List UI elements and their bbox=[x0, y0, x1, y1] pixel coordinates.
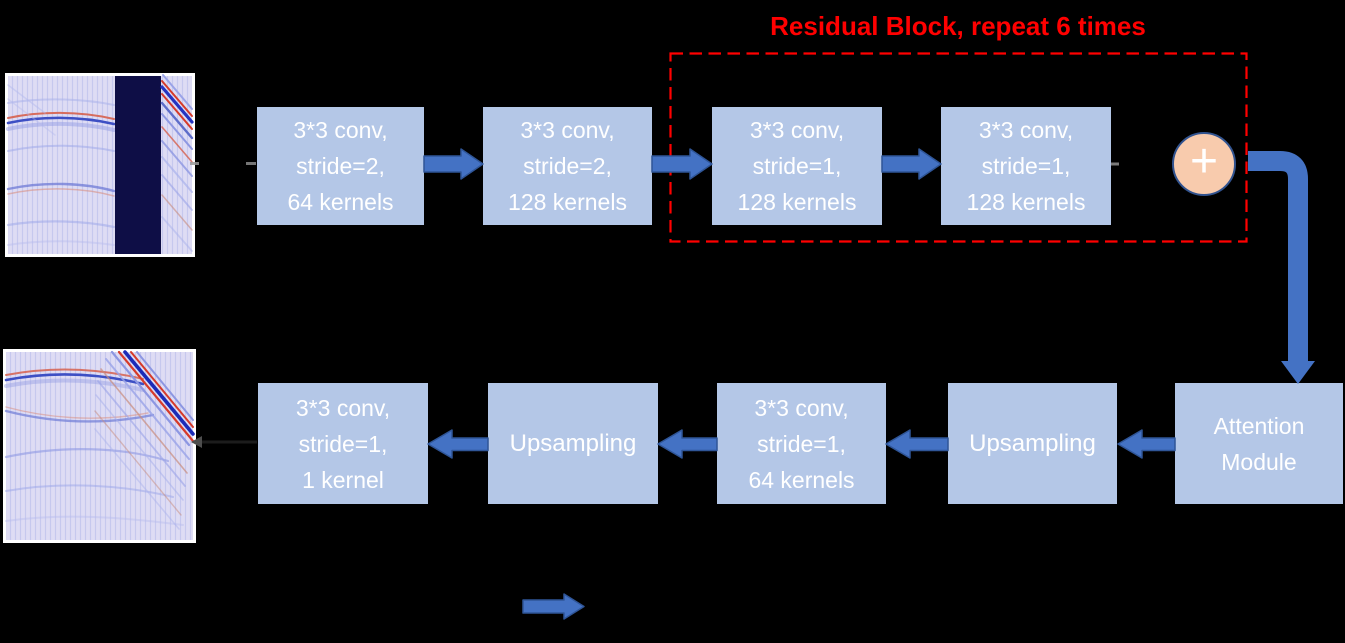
residual-add-connector-dash bbox=[1111, 162, 1119, 166]
input-seismic-image bbox=[5, 73, 195, 257]
arrow-upsampling-to-conv64 bbox=[885, 429, 949, 459]
node-label: Upsampling bbox=[509, 429, 637, 457]
plus-icon: + bbox=[1189, 135, 1219, 188]
arrow-attention-to-upsampling bbox=[1117, 429, 1176, 459]
node-attention-module: Attention Module bbox=[1175, 383, 1343, 504]
arrow-conv128-to-residual bbox=[651, 148, 713, 180]
node-label: Upsampling bbox=[969, 429, 1096, 457]
node-upsampling-left: Upsampling bbox=[488, 383, 658, 504]
node-residual-conv-a: 3*3 conv, stride=1, 128 kernels bbox=[712, 107, 882, 225]
node-label: 3*3 conv, stride=1, 128 kernels bbox=[966, 117, 1086, 215]
arrow-residual-conv-a-to-b bbox=[881, 148, 942, 180]
node-label: 3*3 conv, stride=2, 128 kernels bbox=[508, 117, 627, 215]
node-conv-stride2-64: 3*3 conv, stride=2, 64 kernels bbox=[257, 107, 424, 225]
residual-block-title: Residual Block, repeat 6 times bbox=[770, 11, 1146, 41]
node-residual-conv-b: 3*3 conv, stride=1, 128 kernels bbox=[941, 107, 1111, 225]
residual-add-node: + bbox=[1172, 132, 1236, 196]
node-conv-stride2-128: 3*3 conv, stride=2, 128 kernels bbox=[483, 107, 652, 225]
elbow-connector-pipe bbox=[1248, 151, 1308, 363]
node-upsampling-right: Upsampling bbox=[948, 383, 1117, 504]
elbow-arrowhead bbox=[1281, 361, 1315, 384]
node-label: Attention Module bbox=[1213, 412, 1305, 475]
diagonal-streaks bbox=[94, 350, 195, 530]
arrow-conv64-to-upsampling bbox=[657, 429, 718, 459]
node-label: 3*3 conv, stride=1, 64 kernels bbox=[748, 394, 855, 493]
arrow-upsampling-to-conv1 bbox=[427, 429, 489, 459]
diagonal-streaks bbox=[160, 74, 194, 252]
node-label: 3*3 conv, stride=1, 128 kernels bbox=[737, 117, 857, 215]
output-seismic-image bbox=[3, 349, 196, 543]
missing-data-band bbox=[115, 76, 161, 254]
node-label: 3*3 conv, stride=1, 1 kernel bbox=[295, 394, 391, 493]
node-conv-stride1-64: 3*3 conv, stride=1, 64 kernels bbox=[717, 383, 886, 504]
arrow-conv64-to-conv128 bbox=[423, 148, 484, 180]
input-connector-dash bbox=[246, 162, 256, 165]
node-conv-stride1-1: 3*3 conv, stride=1, 1 kernel bbox=[258, 383, 428, 504]
legend-flow-arrow bbox=[522, 593, 585, 620]
node-label: 3*3 conv, stride=2, 64 kernels bbox=[287, 117, 394, 215]
